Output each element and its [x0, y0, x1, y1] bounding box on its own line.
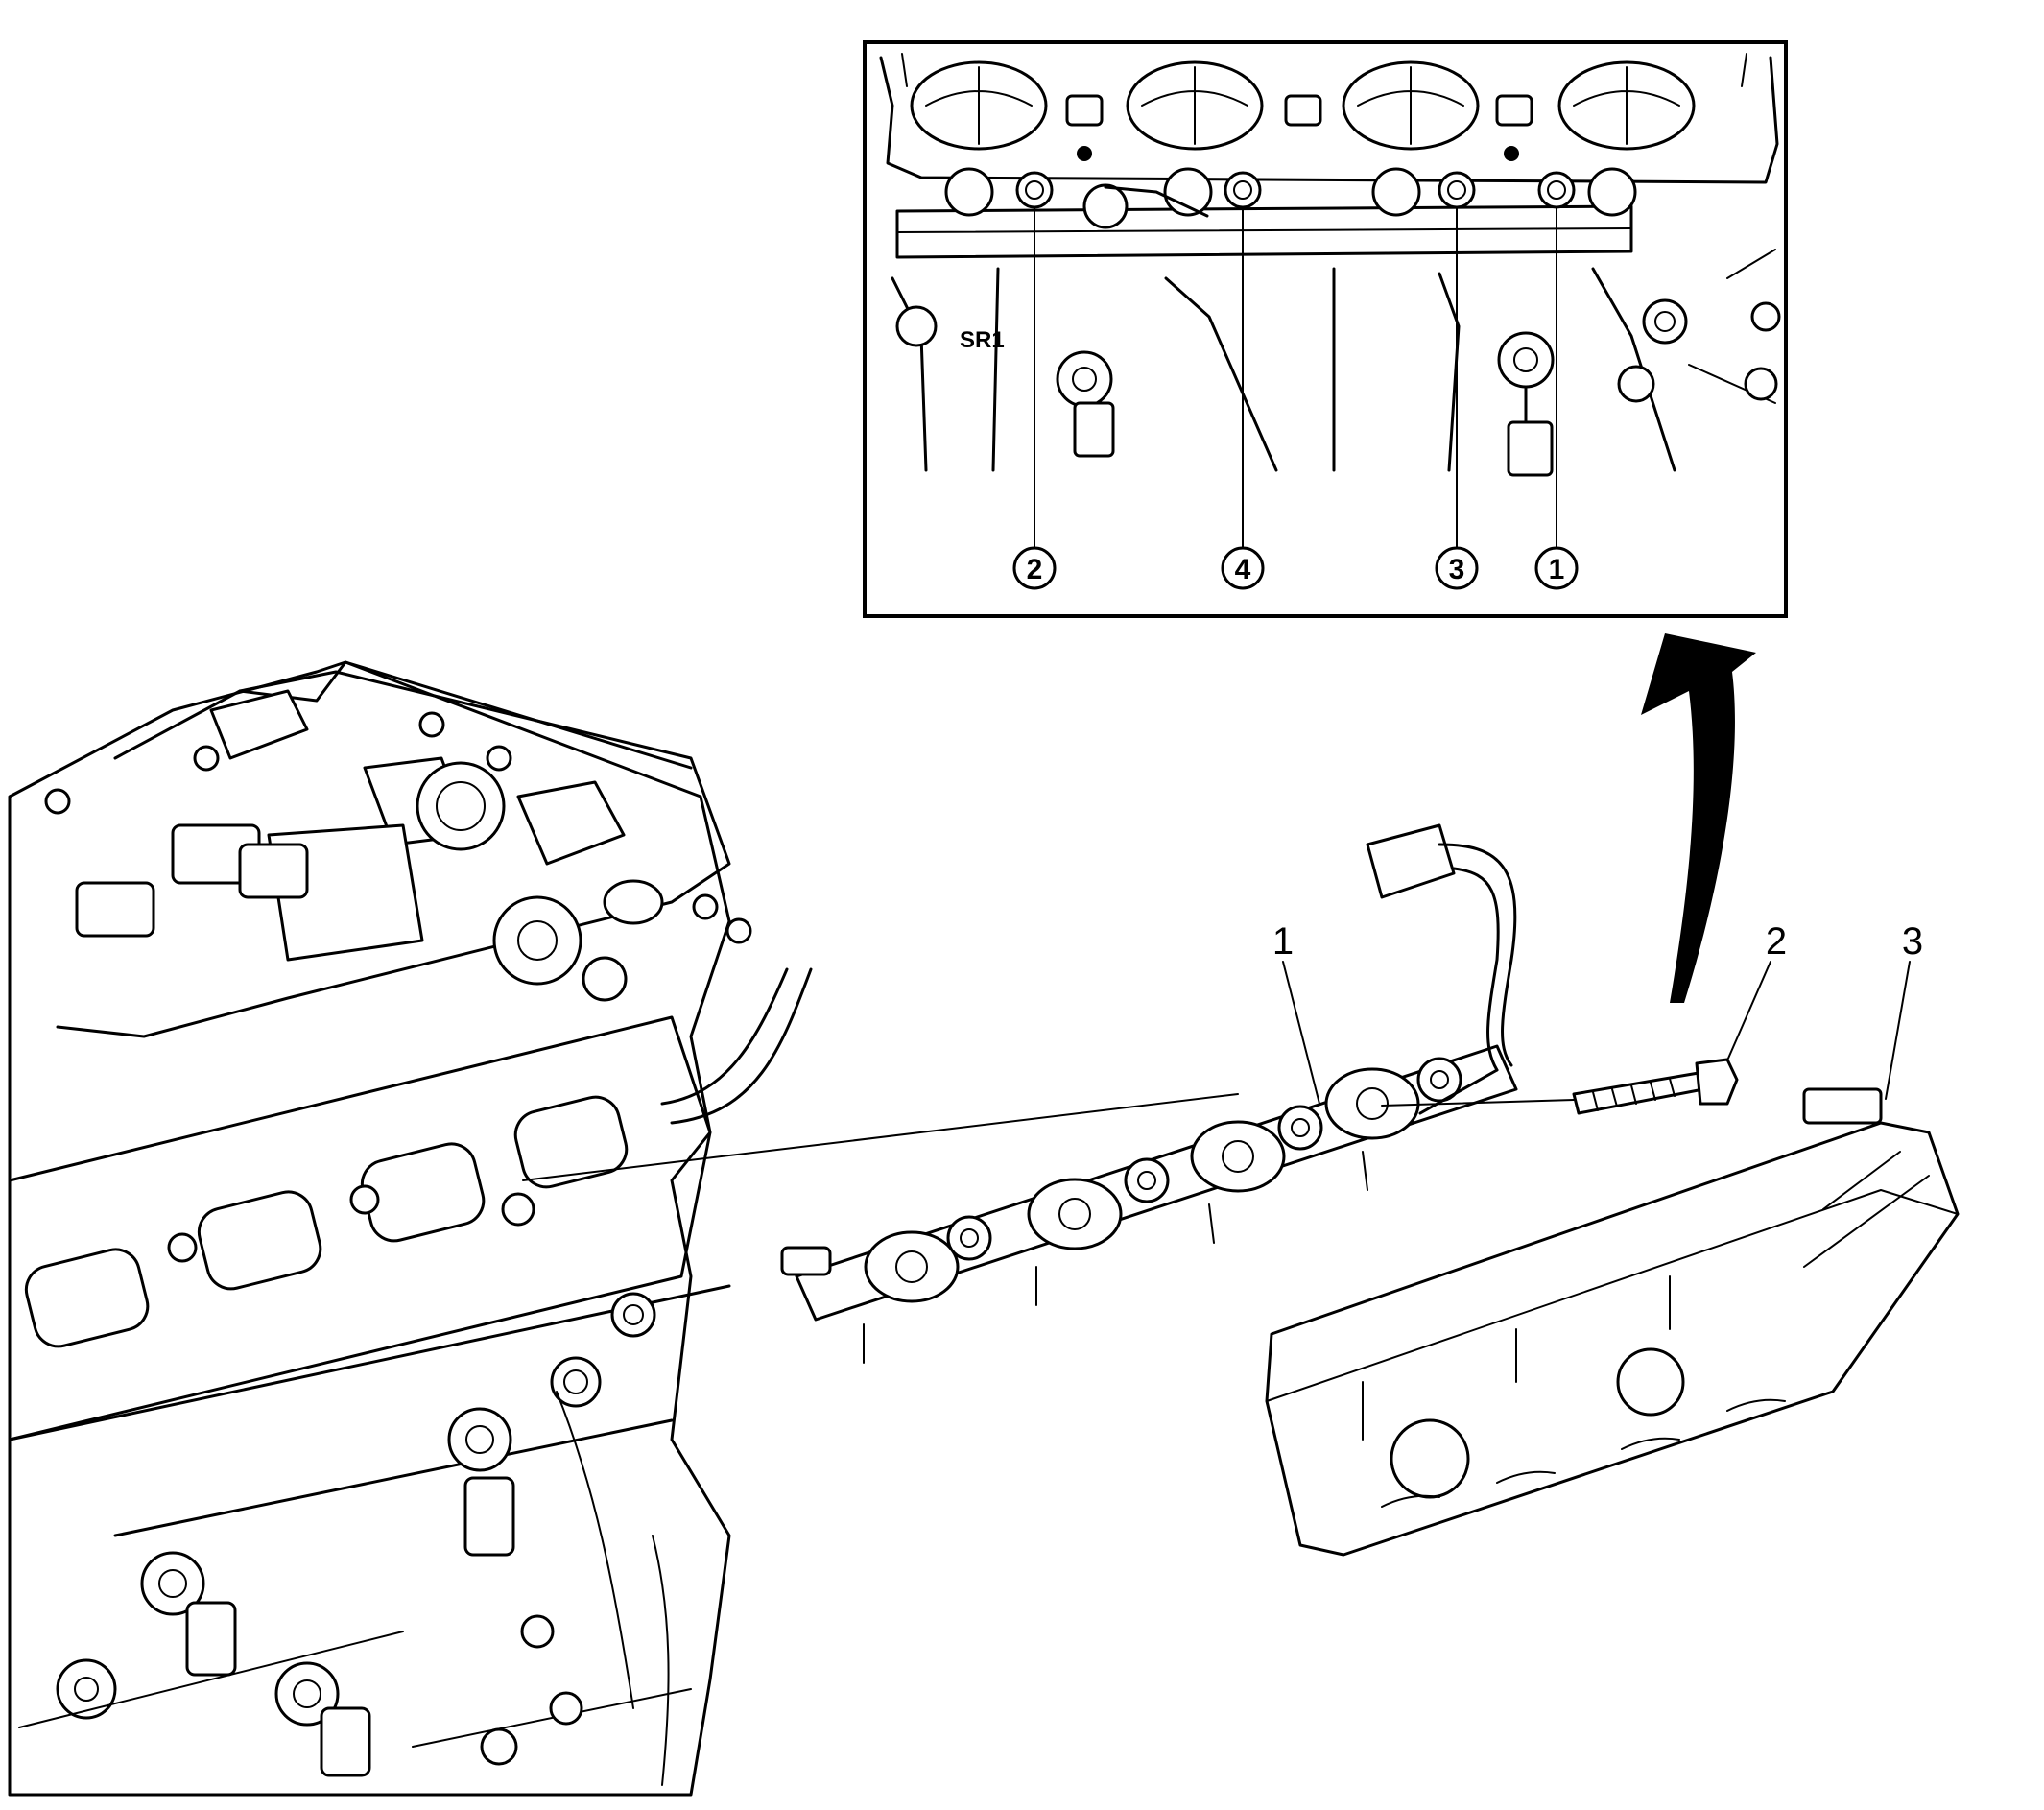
inset-sequence-markers: 2 4 3 1 — [1012, 546, 1579, 590]
callout-2: 2 — [1726, 920, 1787, 1061]
cover — [1265, 1087, 1960, 1557]
sequence-marker-2: 2 — [1012, 546, 1057, 590]
sequence-marker-3: 3 — [1435, 546, 1479, 590]
detail-arrow — [1641, 633, 1756, 1003]
fuel-rail — [780, 823, 1518, 1364]
sequence-label-4: 4 — [1235, 554, 1251, 585]
callout-1: 1 — [1272, 920, 1320, 1105]
callout-3: 3 — [1885, 920, 1923, 1100]
callout-label-3: 3 — [1902, 920, 1923, 963]
inset-detail-view: 2 4 3 1 SR1 — [863, 40, 1788, 618]
bolt — [1572, 1058, 1739, 1115]
sequence-label-3: 3 — [1449, 554, 1465, 585]
callout-label-1: 1 — [1272, 920, 1294, 963]
engine-block — [8, 660, 813, 1797]
sequence-label-1: 1 — [1549, 554, 1565, 585]
callout-label-2: 2 — [1766, 920, 1787, 963]
sequence-label-2: 2 — [1027, 554, 1043, 585]
sequence-marker-4: 4 — [1221, 546, 1265, 590]
sequence-marker-1: 1 — [1534, 546, 1579, 590]
engraved-text: SR1 — [960, 327, 1005, 353]
alignment-lines — [522, 1093, 1575, 1181]
inset-sequence-leaders — [1034, 206, 1557, 549]
inset-cylinder-head — [879, 53, 1781, 477]
